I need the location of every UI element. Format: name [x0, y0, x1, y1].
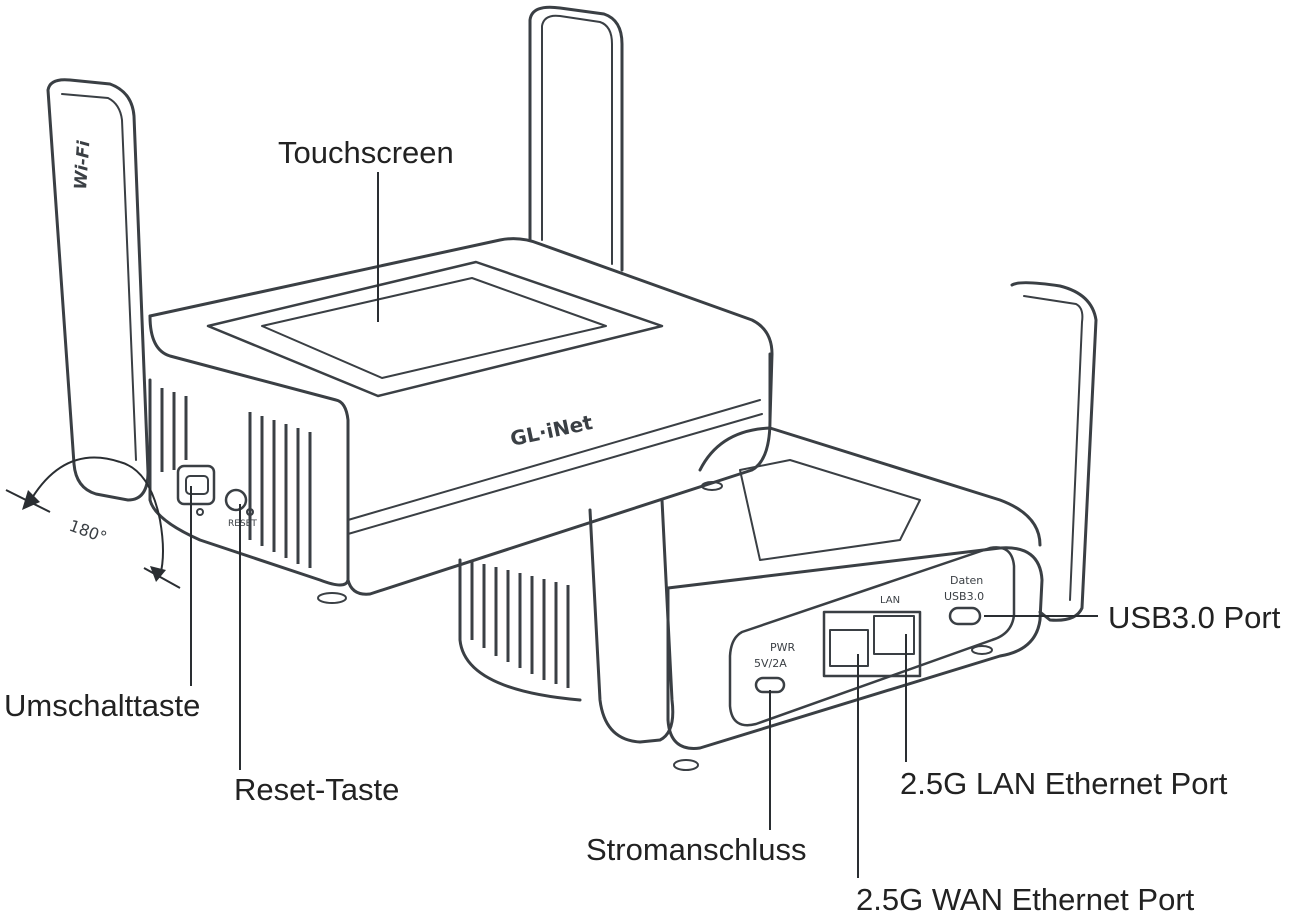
- callout-lan-port: 2.5G LAN Ethernet Port: [900, 766, 1228, 801]
- usb3-port: [948, 606, 982, 626]
- wan-port: [829, 629, 869, 667]
- button-label: RESET: [228, 519, 257, 529]
- leader-lines: [190, 172, 1098, 878]
- lan-label: LAN: [880, 595, 900, 606]
- rotation-indicator: 180°: [5, 456, 181, 589]
- back-front-face: [666, 546, 1044, 750]
- callout-stromanschluss: Stromanschluss: [586, 832, 807, 867]
- usb-label-bottom: USB3.0: [944, 590, 984, 603]
- callout-reset-taste: Reset-Taste: [234, 772, 400, 807]
- callout-wan-port: 2.5G WAN Ethernet Port: [856, 882, 1195, 917]
- back-router: PWR 5V/2A LAN Daten USB3.0: [458, 281, 1098, 771]
- brand-logo: GL·iNet: [508, 410, 595, 451]
- front-face: [148, 314, 772, 596]
- reset-button: [224, 488, 248, 512]
- callout-umschalttaste: Umschalttaste: [4, 688, 201, 723]
- callout-usb-port: USB3.0 Port: [1108, 600, 1281, 635]
- touchscreen: [206, 260, 664, 398]
- back-right-antenna: [1010, 281, 1098, 622]
- front-vents: [160, 388, 312, 568]
- usb-label-top: Daten: [950, 574, 983, 587]
- toggle-switch: [176, 464, 216, 506]
- lan-port: [873, 615, 915, 655]
- callout-touchscreen: Touchscreen: [278, 135, 454, 170]
- wifi-antenna: [46, 78, 150, 502]
- pwr-label: PWR: [770, 641, 796, 654]
- rotation-angle-label: 180°: [67, 516, 110, 547]
- front-top-edge: [148, 237, 774, 422]
- antenna-wifi-label: Wi-Fi: [71, 139, 94, 191]
- front-back-antenna: [528, 5, 624, 272]
- back-vents: [470, 560, 570, 688]
- port-panel: [728, 546, 1016, 727]
- usb-c-power-port: [754, 676, 786, 694]
- front-side-panel: [148, 378, 350, 587]
- back-left-antenna: [588, 498, 675, 744]
- pwr-rating: 5V/2A: [754, 657, 787, 670]
- front-router: GL·iNet RESET Wi-Fi: [46, 5, 774, 604]
- back-touchscreen: [739, 459, 921, 561]
- ethernet-block: [822, 610, 922, 678]
